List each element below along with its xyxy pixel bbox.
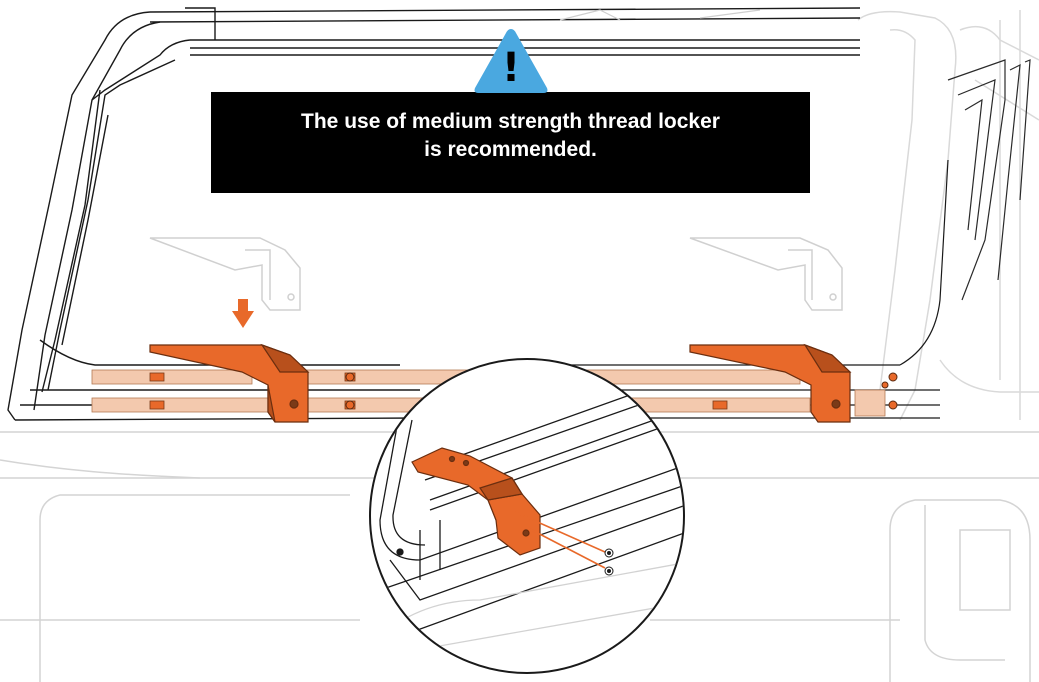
zoomed-bracket [411,447,541,556]
ghost-bracket-right [689,237,843,311]
zoom-bolts [604,548,614,576]
down-arrow-icon [232,299,254,328]
warning-callout: The use of medium strength thread locker… [211,92,810,193]
warning-message: The use of medium strength thread locker… [211,108,810,164]
rack-post-right [857,10,1039,421]
ghost-bracket-left [149,237,301,311]
warning-exclamation: ! [502,45,520,91]
rack-frame-right-detail [947,59,1031,301]
warning-line-1: The use of medium strength thread locker [301,110,720,133]
orange-bracket-left [149,343,310,423]
warning-triangle-icon: ! [474,29,548,93]
warning-line-2: is recommended. [424,138,597,161]
zoom-bolt-guides [514,511,606,569]
orange-bracket-right [689,343,852,423]
bolt-heads [345,372,898,410]
rack-top-rail-faint [559,9,761,21]
